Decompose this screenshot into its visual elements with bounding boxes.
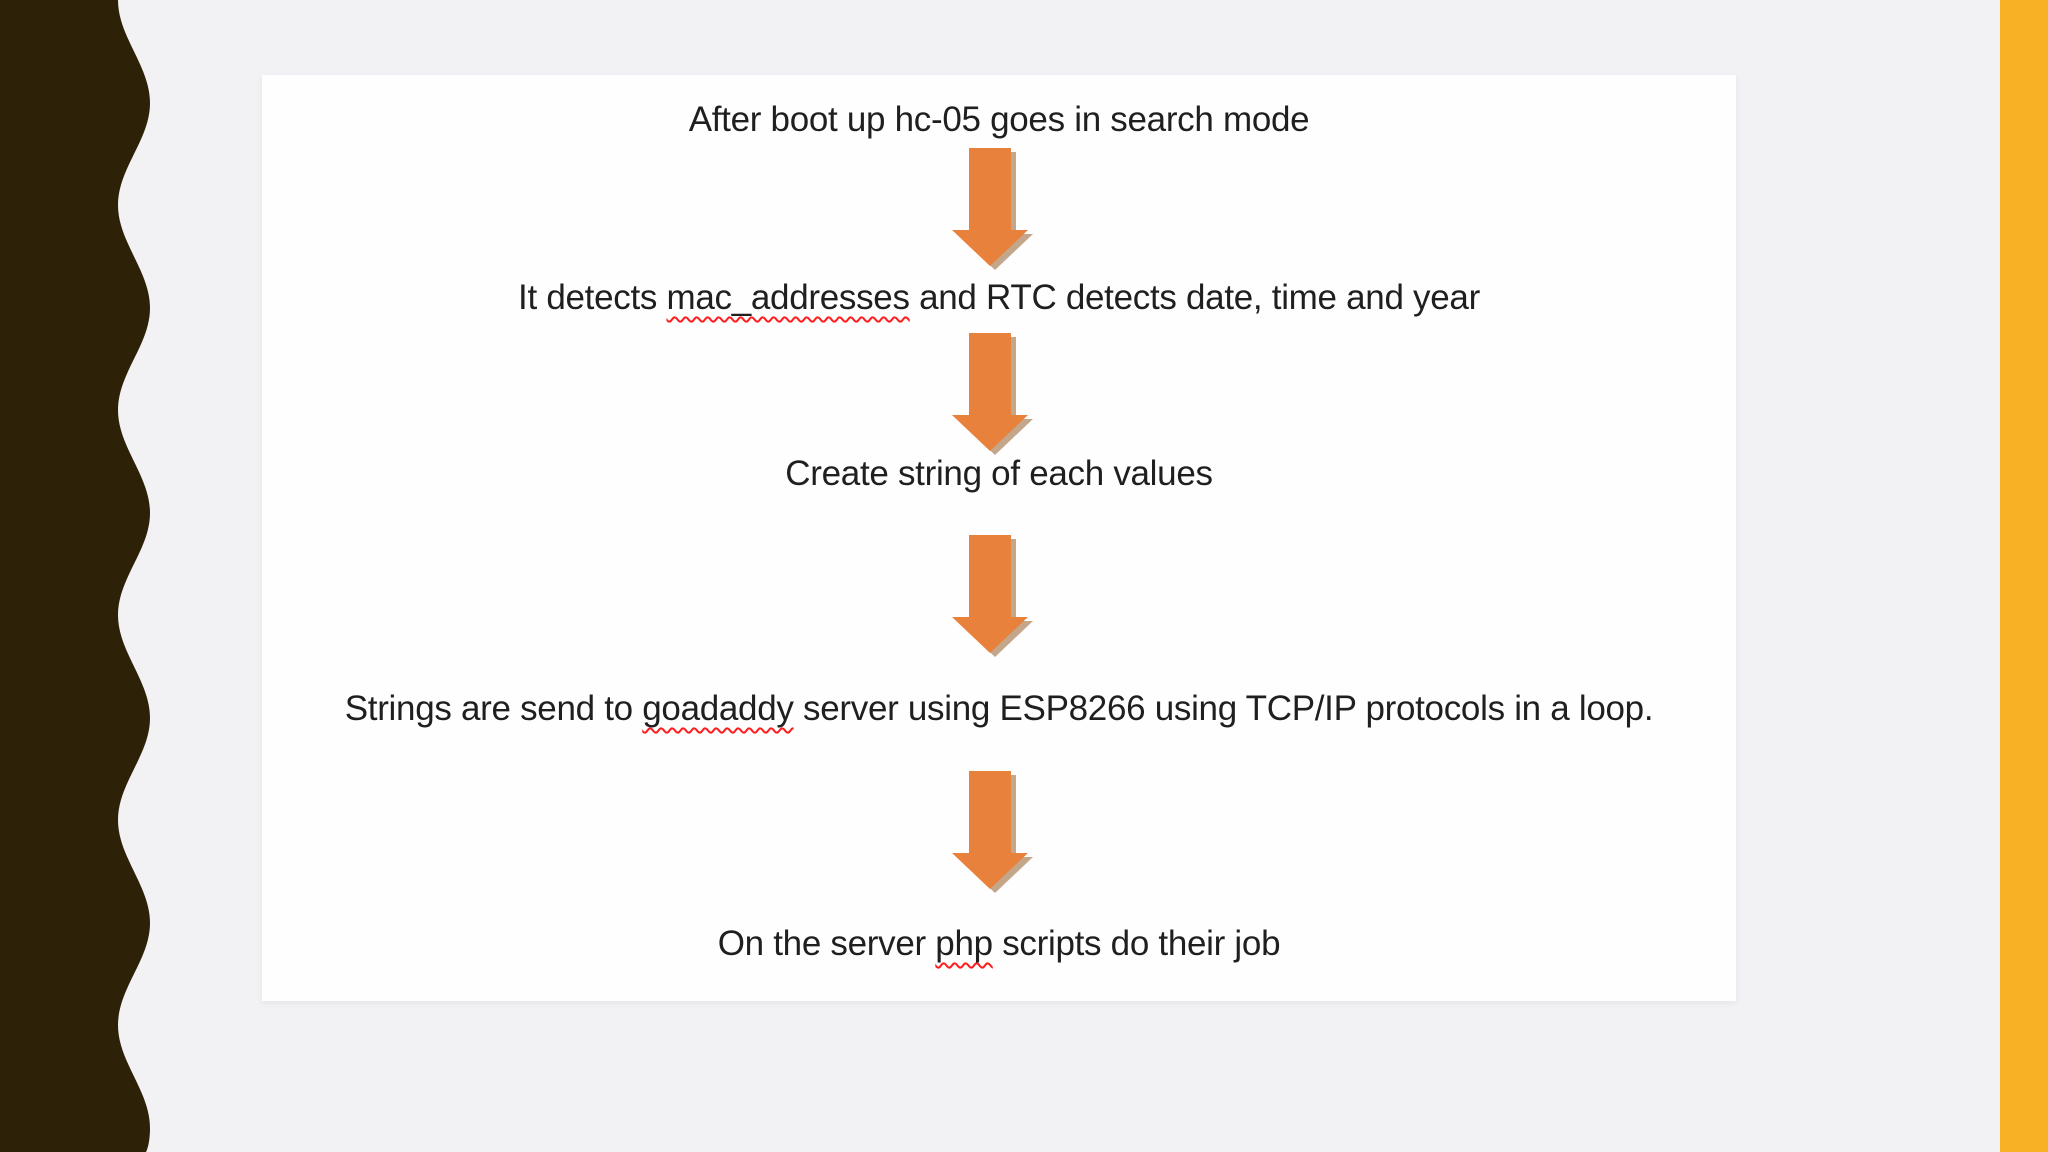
step-text-misspelled: php [935,924,993,963]
step-text: scripts do their job [992,924,1281,963]
slide: After boot up hc-05 goes in search mode … [262,75,1736,1001]
step-text: Strings are send to [344,689,643,728]
step-text: It detects [518,278,667,317]
step-text: After boot up hc-05 goes in search mode [688,100,1310,139]
left-wave-decoration [0,0,150,1152]
step-text: Create string of each values [785,454,1213,493]
flow-step-2: It detects mac_addresses and RTC detects… [262,276,1736,320]
step-text: On the server [717,924,936,963]
down-arrow-icon [952,148,1033,270]
step-text: server using ESP8266 using TCP/IP protoc… [793,689,1654,728]
flow-step-4: Strings are send to goadaddy server usin… [262,687,1736,731]
step-text-misspelled: goadaddy [642,689,794,728]
flow-step-5: On the server php scripts do their job [262,922,1736,966]
down-arrow-icon [952,333,1033,455]
step-text: and RTC detects date, time and year [909,278,1480,317]
right-accent-strip [2000,0,2048,1152]
step-text-misspelled: mac_addresses [666,278,910,317]
wave-shape-icon [0,0,150,1152]
flow-step-1: After boot up hc-05 goes in search mode [262,98,1736,142]
down-arrow-icon [952,535,1033,657]
flow-step-3: Create string of each values [262,452,1736,496]
down-arrow-icon [952,771,1033,893]
